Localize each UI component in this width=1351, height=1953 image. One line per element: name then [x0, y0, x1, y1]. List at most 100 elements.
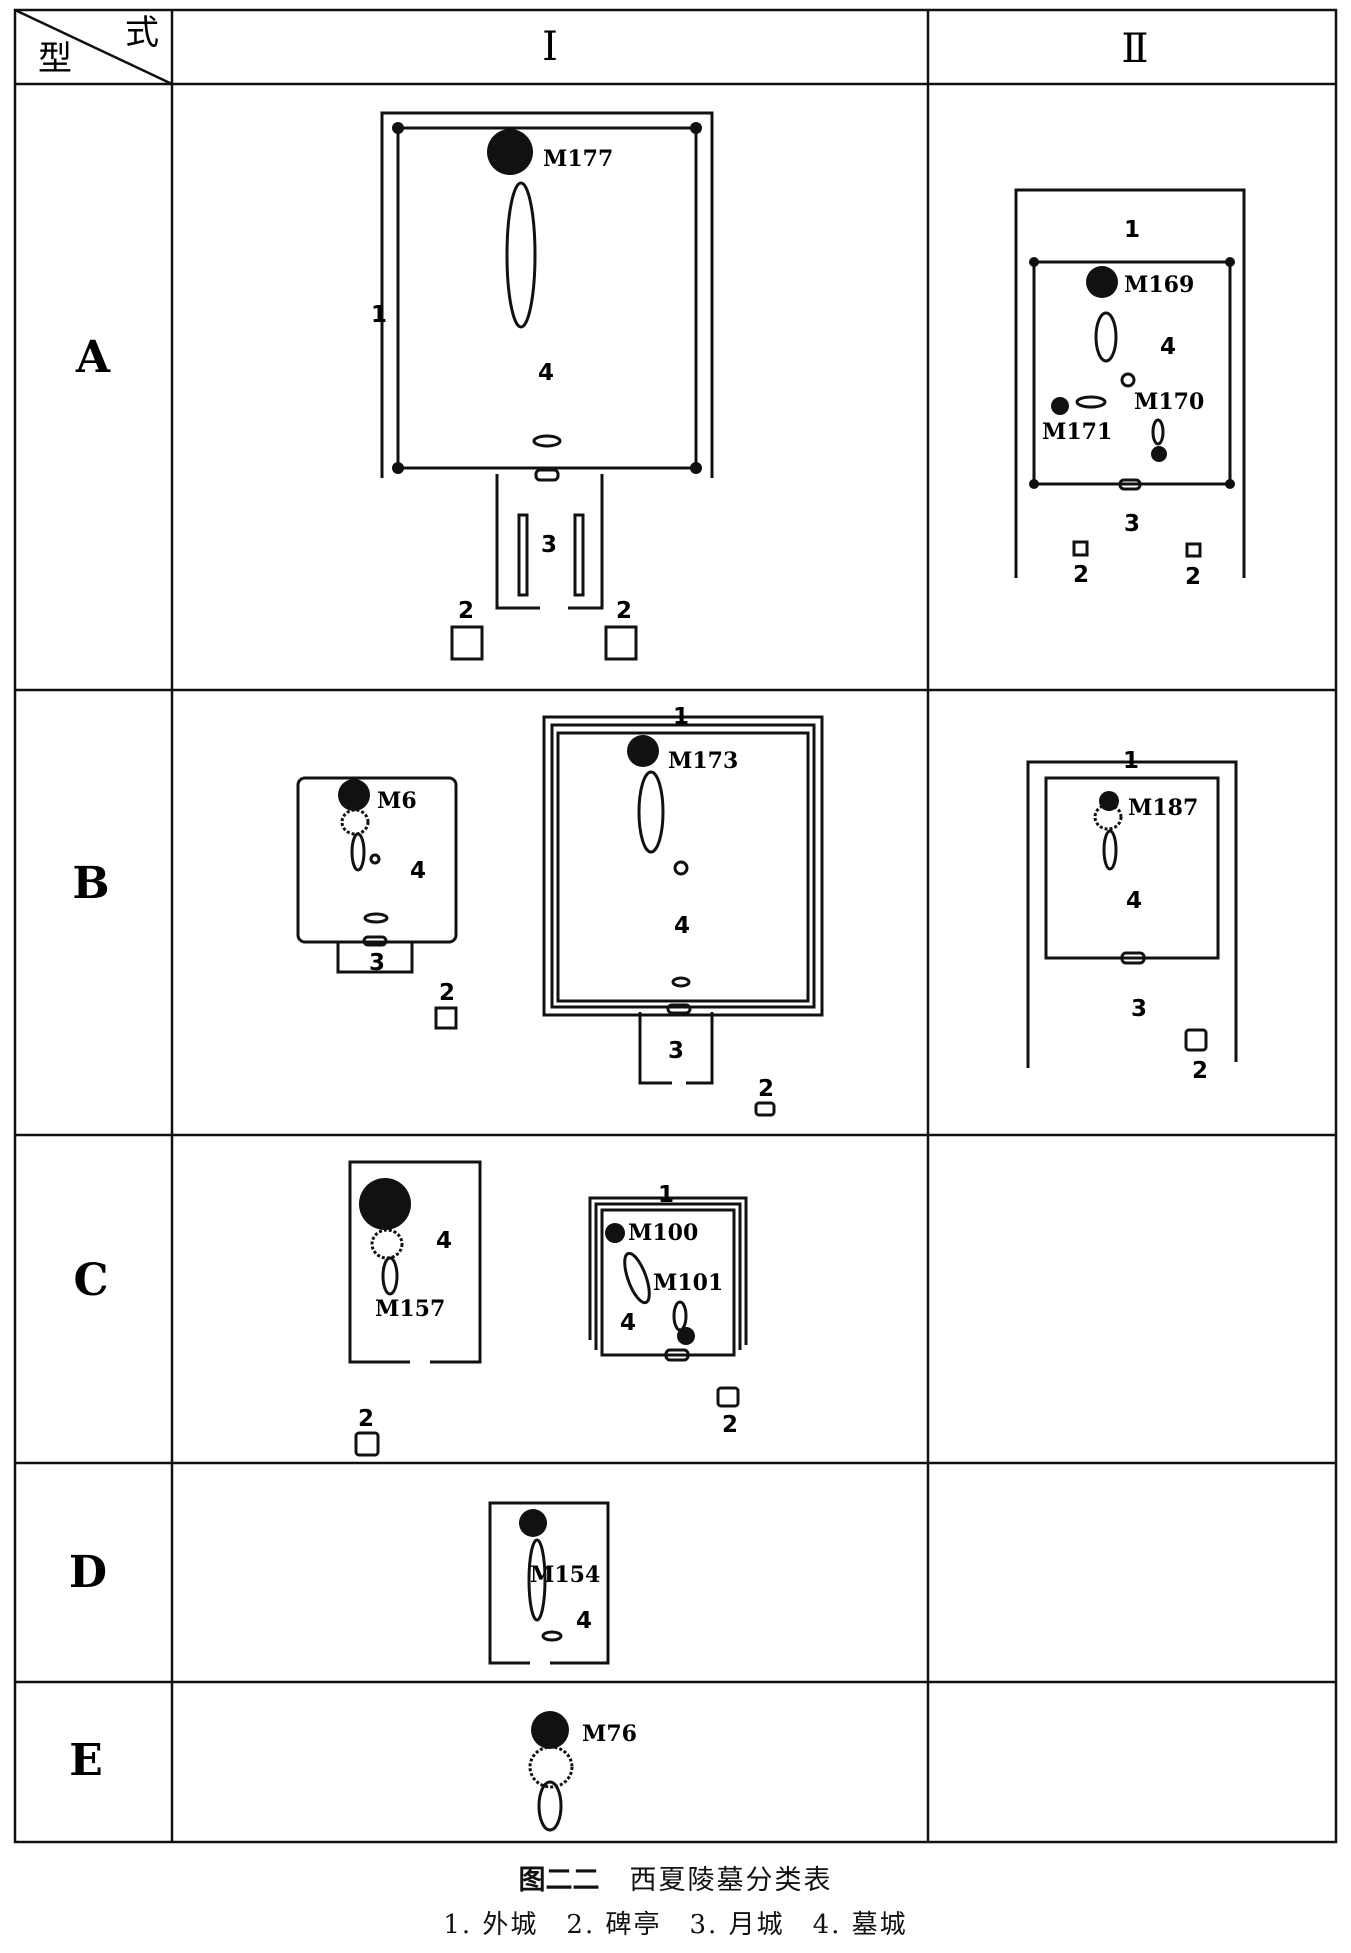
row-label-d: D	[69, 1547, 107, 1598]
moon-wall	[336, 942, 414, 974]
gate	[362, 935, 388, 947]
marker-4: 4	[1160, 334, 1176, 360]
burial-mound-m171	[1051, 397, 1069, 415]
spirit-path	[537, 1780, 563, 1832]
tomb-classification-diagram: 型 式 Ⅰ Ⅱ A B C D E M177 1 4	[13, 8, 1338, 1844]
stele-pavilion	[1184, 1028, 1208, 1052]
corner-tower	[392, 462, 404, 474]
burial-mound-m170	[1151, 446, 1167, 462]
altar-dotted	[340, 808, 370, 836]
tomb-label-m170: M170	[1134, 389, 1204, 415]
moon-wall-right	[686, 1012, 714, 1085]
burial-mound	[1099, 791, 1119, 811]
tomb-wall	[396, 126, 698, 470]
altar-dotted	[370, 1228, 404, 1260]
figure-title: 西夏陵墓分类表	[629, 1865, 833, 1896]
legend-item-tomb-wall: 4. 墓城	[812, 1910, 908, 1940]
tomb-wall-left	[348, 1160, 482, 1364]
tomb-label: M177	[543, 146, 613, 172]
marker-1: 1	[371, 302, 387, 328]
outer-wall-inner	[550, 723, 816, 1009]
marker-4: 4	[410, 858, 426, 884]
moon-wall-left	[638, 1012, 672, 1085]
stele-pavilion	[434, 1006, 458, 1030]
marker-1: 1	[673, 704, 689, 730]
stele-pavilion	[754, 1101, 776, 1117]
stele-pavilion	[354, 1431, 380, 1457]
moon-wall-right	[568, 474, 604, 610]
spirit-path	[1102, 829, 1118, 871]
stele-pavilion-left	[450, 625, 484, 661]
marker-4: 4	[538, 360, 554, 386]
corner-type-label: 型	[38, 39, 72, 79]
marker-2-left: 2	[1073, 562, 1089, 588]
marker-3: 3	[668, 1038, 684, 1064]
plan-c1-m157: 4 M157 2	[348, 1160, 482, 1457]
spirit-path	[637, 770, 665, 854]
marker-2: 2	[358, 1406, 374, 1432]
stele-pavilion-right	[604, 625, 638, 661]
spirit-path	[1094, 311, 1118, 363]
plan-a2-m169: 1 M169 4 M170 M171 3 2 2	[1014, 188, 1246, 590]
tomb-label: M154	[530, 1562, 600, 1588]
marker-2: 2	[1192, 1058, 1208, 1084]
plan-e1-m76: M76	[528, 1711, 637, 1832]
path-mark	[1075, 395, 1107, 409]
tomb-label: M187	[1128, 795, 1198, 821]
marker-2-left: 2	[458, 598, 474, 624]
gate	[1118, 478, 1142, 491]
marker-1: 1	[658, 1182, 674, 1208]
outer-wall	[1014, 188, 1246, 578]
tomb-wall	[296, 776, 458, 944]
tomb-label: M76	[582, 1721, 637, 1747]
tomb-wall	[556, 731, 810, 1003]
tomb-wall	[1032, 260, 1232, 486]
column-header-1: Ⅰ	[542, 24, 558, 70]
spirit-path-m101	[672, 1300, 688, 1332]
spirit-path-m100	[623, 1251, 651, 1305]
table-border	[13, 8, 1338, 1844]
plan-b2-m187: 1 M187 4 3 2	[1026, 748, 1238, 1084]
marker-4: 4	[1126, 888, 1142, 914]
marker-2-right: 2	[616, 598, 632, 624]
tomb-label: M173	[668, 748, 738, 774]
figure-caption: 图二二西夏陵墓分类表	[0, 1858, 1351, 1897]
corner-tower	[392, 122, 404, 134]
marker-2: 2	[439, 980, 455, 1006]
altar	[369, 853, 381, 865]
marker-4: 4	[436, 1228, 452, 1254]
stele-pavilion	[716, 1386, 740, 1408]
legend-item-moon-wall: 3. 月城	[689, 1910, 785, 1940]
row-label-c: C	[73, 1255, 108, 1306]
moon-wall-left	[495, 474, 540, 610]
plan-c1-m100: 1 M100 M101 4 2	[588, 1182, 748, 1438]
spirit-path	[527, 1538, 547, 1622]
corner-tower	[1225, 479, 1235, 489]
corner-tower	[1225, 257, 1235, 267]
spirit-path	[350, 832, 366, 872]
stele-pavilion-left	[1072, 540, 1089, 557]
burial-mound	[531, 1711, 569, 1749]
gate-mark	[541, 1630, 563, 1642]
marker-3: 3	[1131, 996, 1147, 1022]
marker-3: 3	[541, 532, 557, 558]
plan-b1-m6: M6 4 3 2	[296, 776, 458, 1030]
tomb-label-m171: M171	[1042, 419, 1112, 445]
marker-3: 3	[1124, 511, 1140, 537]
burial-mound-m101	[677, 1327, 695, 1345]
outer-wall-inner	[594, 1202, 742, 1350]
path-mark	[1151, 418, 1165, 446]
marker-1: 1	[1124, 217, 1140, 243]
tomb-label: M6	[377, 788, 417, 814]
burial-mound	[519, 1509, 547, 1537]
tomb-label-m100: M100	[628, 1220, 698, 1246]
gate-mark	[363, 912, 389, 924]
altar-dotted	[1093, 803, 1123, 831]
marker-2-right: 2	[1185, 564, 1201, 590]
outer-wall	[588, 1196, 748, 1345]
corner-tower	[690, 462, 702, 474]
row-label-a: A	[75, 332, 111, 383]
corner-style-label: 式	[125, 13, 159, 53]
corner-tower	[690, 122, 702, 134]
